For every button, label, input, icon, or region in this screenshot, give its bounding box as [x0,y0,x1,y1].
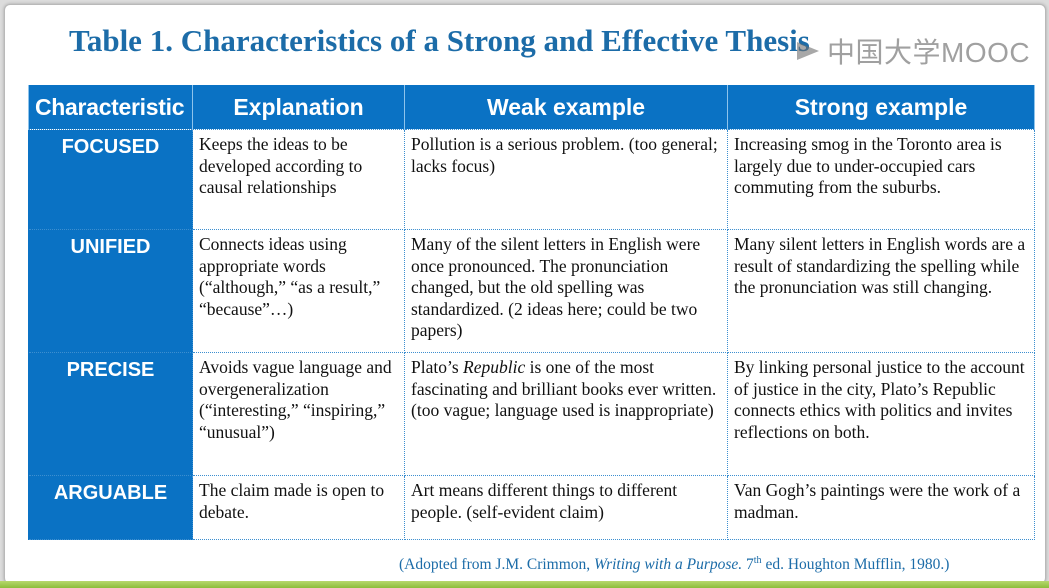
table-header-row: Characteristic Explanation Weak example … [28,85,1035,130]
strong-example-cell: Many silent letters in English words are… [727,229,1035,353]
slide-title: Table 1. Characteristics of a Strong and… [69,23,810,58]
table-row: ARGUABLE The claim made is open to debat… [28,475,1035,540]
explanation-cell: The claim made is open to debate. [192,475,405,540]
weak-text-before: Plato’s [411,357,464,377]
strong-example-cell: By linking personal justice to the accou… [727,352,1035,476]
citation-book-title: Writing with a Purpose. [594,556,743,574]
weak-example-cell: Many of the silent letters in English we… [404,229,728,353]
weak-example-cell: Plato’s Republic is one of the most fasc… [404,352,728,476]
column-header-explanation: Explanation [192,85,405,130]
source-citation: (Adopted from J.M. Crimmon, Writing with… [399,555,949,574]
strong-example-cell: Van Gogh’s paintings were the work of a … [727,475,1035,540]
citation-edition: 7 [742,556,754,574]
row-header-precise: PRECISE [28,352,193,476]
mooc-watermark: 中国大学MOOC [795,31,1030,71]
weak-text-after: is one of the most fascinating and brill… [411,357,717,420]
explanation-cell: Connects ideas using appropriate words (… [192,229,405,353]
slide: Table 1. Characteristics of a Strong and… [4,4,1046,584]
citation-prefix: (Adopted from J.M. Crimmon, [399,556,595,574]
book-title-republic: Republic [463,357,526,377]
table-row: FOCUSED Keeps the ideas to be developed … [28,129,1035,230]
citation-edition-suffix: th [753,555,762,566]
row-header-arguable: ARGUABLE [28,475,193,540]
watermark-text: 中国大学MOOC [827,37,1031,68]
table-row: PRECISE Avoids vague language and overge… [28,352,1035,476]
weak-example-cell: Art means different things to different … [404,475,728,540]
citation-publisher: ed. Houghton Mufflin, 1980.) [761,556,950,574]
row-header-focused: FOCUSED [28,129,193,230]
explanation-cell: Keeps the ideas to be developed accordin… [192,129,405,230]
table-row: UNIFIED Connects ideas using appropriate… [28,229,1035,353]
thesis-characteristics-table: Characteristic Explanation Weak example … [28,85,1035,540]
strong-example-cell: Increasing smog in the Toronto area is l… [727,129,1035,230]
weak-example-cell: Pollution is a serious problem. (too gen… [404,129,728,230]
bottom-accent-bar [0,581,1049,588]
row-header-unified: UNIFIED [28,229,193,353]
play-logo-icon [797,42,819,60]
column-header-weak-example: Weak example [404,85,728,130]
explanation-cell: Avoids vague language and overgeneraliza… [192,352,405,476]
column-header-characteristic: Characteristic [28,85,193,130]
column-header-strong-example: Strong example [727,85,1035,130]
